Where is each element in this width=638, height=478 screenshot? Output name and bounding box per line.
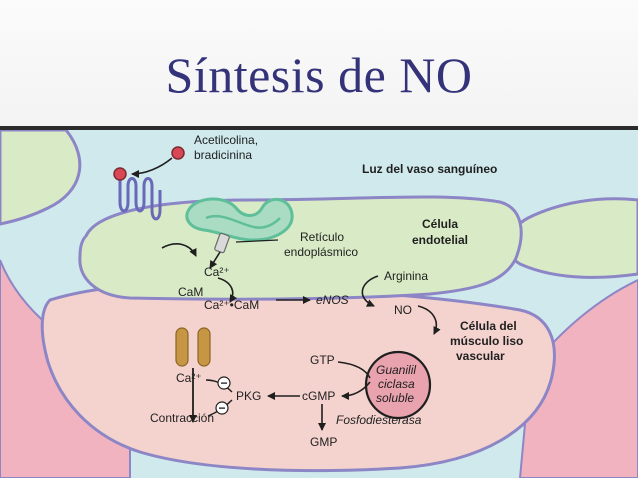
ligand-icon: [171, 146, 185, 160]
label-er-line1: Retículo: [300, 230, 344, 244]
calcium-channel-left-icon: [175, 327, 189, 367]
label-ca-endothelial: Ca²⁺: [204, 265, 230, 279]
label-cam: CaM: [178, 285, 203, 299]
arrow-no-to-cyclase: [417, 305, 441, 335]
arrow-arginine-to-no: [361, 275, 379, 307]
label-pkg: PKG: [236, 389, 261, 403]
label-vessel-lumen: Luz del vaso sanguíneo: [362, 162, 497, 176]
label-smooth-line2: músculo liso: [450, 334, 523, 348]
no-synthesis-diagram: − − Acetilcolina, bradicinina Luz del va…: [0, 130, 638, 478]
label-smooth-line3: vascular: [456, 349, 505, 363]
label-gmp: GMP: [310, 435, 337, 449]
label-contraction: Contracción: [150, 411, 214, 425]
label-endothelial-line1: Célula: [422, 217, 458, 231]
label-ca-muscle: Ca²⁺: [176, 371, 202, 385]
er-leader-line: [235, 239, 279, 243]
guanylyl-cyclase-icon: [364, 350, 432, 420]
label-gtp: GTP: [310, 353, 335, 367]
endoplasmic-reticulum-icon: [185, 197, 294, 242]
inhibition-sign-2: −: [218, 401, 225, 415]
arrow-er-to-ca: [209, 251, 221, 269]
inhibition-icon-2: [215, 401, 229, 415]
left-endothelial-cell: [0, 130, 82, 226]
label-no: NO: [394, 303, 412, 317]
label-endothelial-line2: endotelial: [412, 233, 468, 247]
inhibition-sign-1: −: [220, 376, 227, 390]
arrow-ca-to-complex: [217, 277, 238, 303]
label-enos: eNOS: [316, 293, 349, 307]
inhibition-icon-1: [217, 376, 231, 390]
label-agonists-line1: Acetilcolina,: [194, 133, 258, 147]
label-ca-cam: Ca²⁺•CaM: [204, 298, 259, 312]
title-rule: [0, 126, 638, 130]
arrow-cyclase-to-cgmp: [341, 381, 371, 400]
label-smooth-line1: Célula del: [460, 319, 517, 333]
slide-title: Síntesis de NO: [165, 47, 473, 103]
label-guanylyl-line1: Guanilil: [376, 363, 416, 377]
bound-ligand-icon: [113, 167, 127, 181]
calcium-channel-right-icon: [197, 327, 211, 367]
smooth-muscle-cell: [40, 282, 556, 473]
gtp-to-cyclase-line: [337, 361, 371, 379]
label-agonists-line2: bradicinina: [194, 148, 252, 162]
arrow-receptor-to-er: [161, 243, 197, 257]
receptor-icon: [118, 174, 162, 221]
er-fold-icon: [205, 214, 281, 229]
ligand-binding-arrow: [131, 157, 173, 178]
label-arginine: Arginina: [384, 269, 428, 283]
label-cgmp: cGMP: [302, 389, 335, 403]
label-guanylyl-line3: soluble: [376, 391, 414, 405]
er-channel-icon: [214, 232, 230, 254]
label-er-line2: endoplásmico: [284, 245, 358, 259]
title-area: Síntesis de NO: [0, 0, 638, 128]
label-phosphodiesterase: Fosfodiesterasa: [336, 413, 422, 427]
label-guanylyl-line2: ciclasa: [378, 377, 415, 391]
